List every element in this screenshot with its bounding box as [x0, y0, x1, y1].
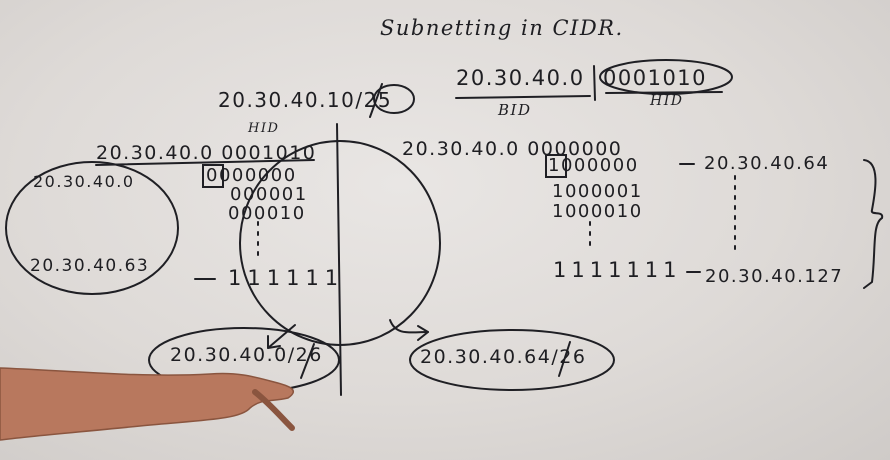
hid-label: HID — [650, 93, 684, 109]
middle-circle — [239, 140, 441, 346]
arrow-left-line — [267, 324, 296, 349]
bid-label: BID — [498, 101, 532, 119]
hid-oval — [599, 59, 733, 95]
bid-underline — [455, 95, 591, 99]
right-brace — [863, 159, 884, 289]
arrow-left-head — [267, 335, 281, 349]
left-header-underline — [95, 159, 315, 166]
right-header: 20.30.40.0 0000000 — [402, 138, 623, 160]
right-last-row: 1111111 — [553, 258, 682, 282]
result-right-oval — [409, 329, 615, 391]
left-row-1: 0000000 — [206, 165, 297, 186]
box-right-bit — [545, 154, 567, 178]
result-right-slash — [558, 341, 571, 377]
right-first-address: 20.30.40.64 — [704, 153, 830, 174]
hid-value: 0001010 — [603, 66, 708, 90]
left-last-row: 111111 — [228, 266, 345, 290]
right-row-first: 1000000 — [548, 155, 639, 176]
right-subnet-result: 20.30.40.64/26 — [420, 346, 587, 368]
left-hid-label: HID — [248, 121, 280, 136]
left-row-3: 000010 — [228, 203, 306, 224]
left-row-2: 000001 — [230, 184, 308, 205]
left-header: 20.30.40.0 0001010 — [96, 142, 317, 164]
hid-underline — [605, 91, 723, 94]
address-with-prefix: 20.30.40.10/25 — [218, 88, 393, 112]
bid-hid-divider — [593, 65, 596, 101]
prefix-circle — [373, 84, 415, 114]
result-left-slash — [300, 343, 315, 379]
presenter-arm — [0, 367, 294, 441]
arrow-right-head — [417, 325, 429, 341]
bid-value: 20.30.40.0 — [456, 66, 585, 90]
vertical-divider — [336, 123, 342, 396]
presenter-finger — [252, 389, 295, 431]
right-row-3: 1000010 — [552, 201, 643, 222]
right-row-2: 1000001 — [552, 181, 643, 202]
left-first-address: 20.30.40.0 — [33, 172, 135, 191]
left-range-oval — [5, 161, 179, 295]
arrow-right-line — [389, 319, 429, 334]
slash-mark — [369, 83, 383, 118]
board-title: Subnetting in CIDR. — [380, 16, 624, 40]
right-last-address: 20.30.40.127 — [705, 266, 844, 287]
left-subnet-result: 20.30.40.0/26 — [170, 344, 323, 366]
left-last-address: 20.30.40.63 — [30, 256, 150, 276]
box-left-bit — [202, 164, 224, 188]
